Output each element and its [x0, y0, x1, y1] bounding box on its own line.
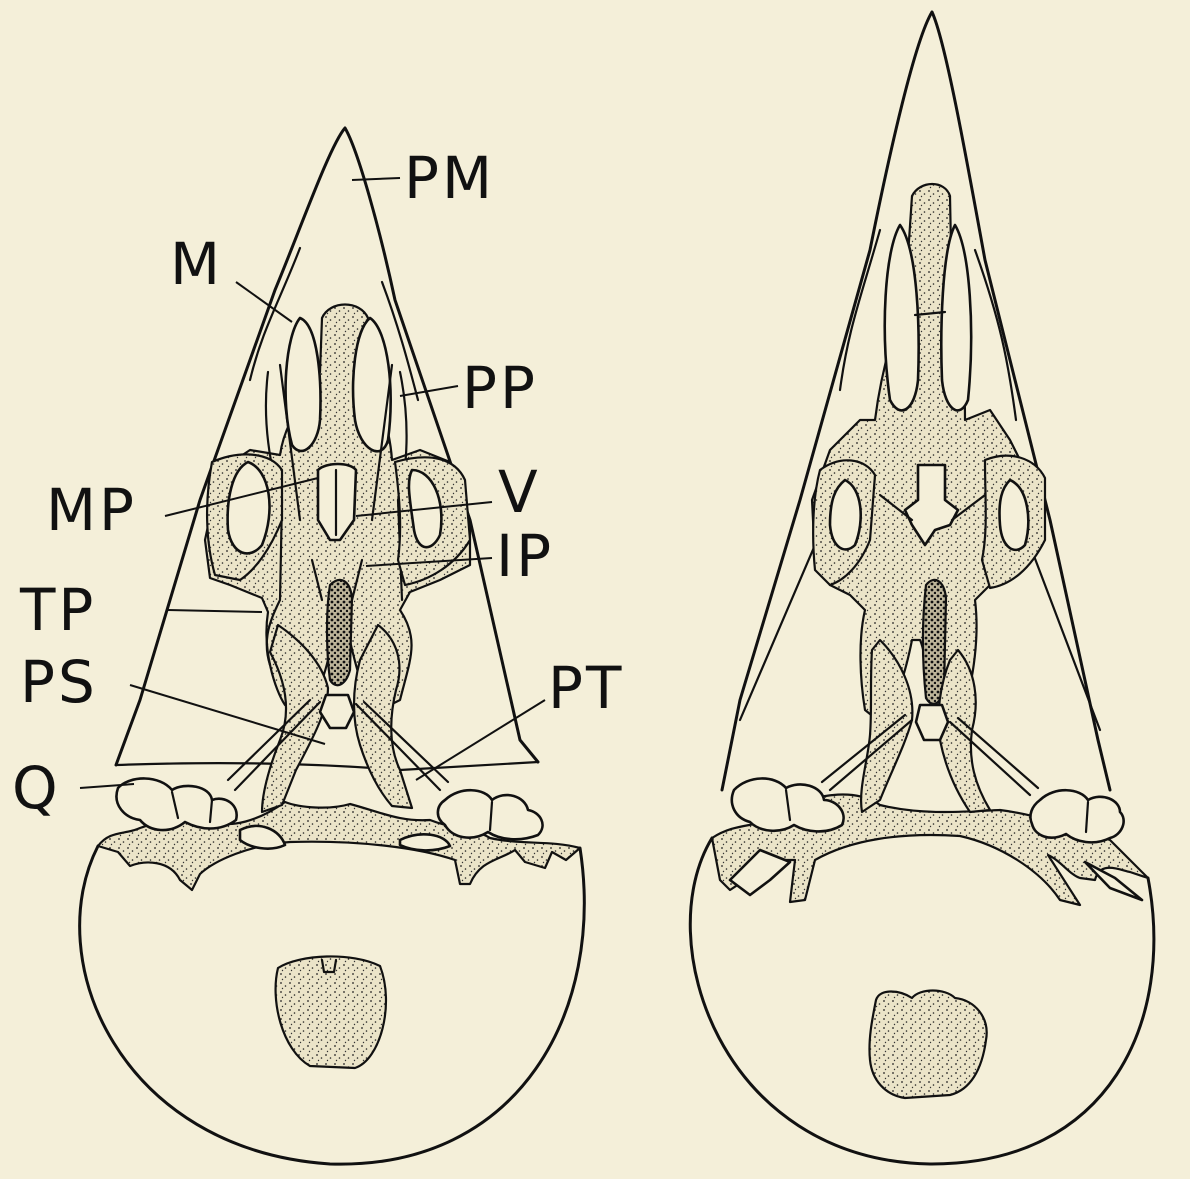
right-pterygoid-r	[938, 650, 990, 812]
right-foramen	[869, 991, 986, 1099]
label-ip: IP	[496, 522, 554, 590]
left-quadrate-l	[117, 778, 237, 830]
label-pt: PT	[548, 654, 624, 722]
label-q: Q	[12, 754, 61, 822]
label-m: M	[170, 230, 223, 298]
label-pm: PM	[404, 144, 495, 212]
label-mp: MP	[46, 476, 137, 544]
left-interpterygoid-column	[327, 580, 352, 685]
left-jugal-bar	[116, 762, 538, 770]
left-parasphenoid	[320, 695, 354, 728]
right-skull	[690, 12, 1154, 1164]
left-foramen	[276, 956, 386, 1068]
right-quadrate-r	[1030, 790, 1123, 842]
label-ps: PS	[20, 648, 98, 716]
label-pp: PP	[462, 354, 538, 422]
label-v: V	[498, 458, 541, 526]
left-palatine-fenestra-r	[353, 318, 391, 451]
label-tp: TP	[19, 576, 96, 644]
left-skull	[80, 128, 585, 1164]
left-palatine-fenestra-l	[286, 318, 321, 451]
